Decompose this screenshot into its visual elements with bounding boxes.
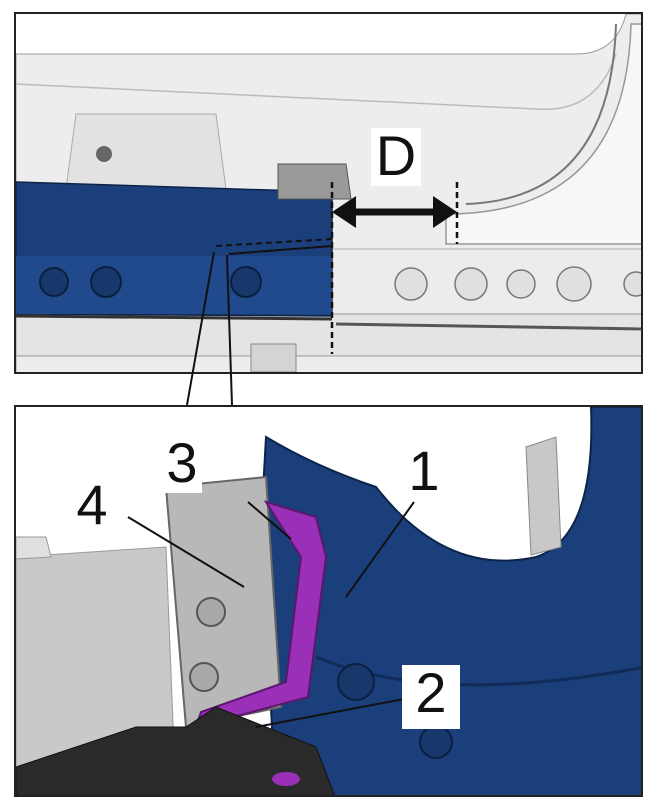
arrow-left-icon [332, 196, 356, 228]
dimension-label-d: D [371, 128, 421, 186]
callout-2: 2 [402, 665, 460, 729]
callout-1: 1 [404, 443, 444, 501]
arrow-right-icon [433, 196, 457, 228]
callout-4: 4 [72, 477, 112, 535]
detail-panel: 3 1 4 2 [14, 405, 643, 797]
overview-panel: D [14, 12, 643, 374]
callout-3: 3 [162, 435, 202, 493]
overview-illustration [16, 14, 641, 372]
detail-illustration [16, 407, 641, 795]
